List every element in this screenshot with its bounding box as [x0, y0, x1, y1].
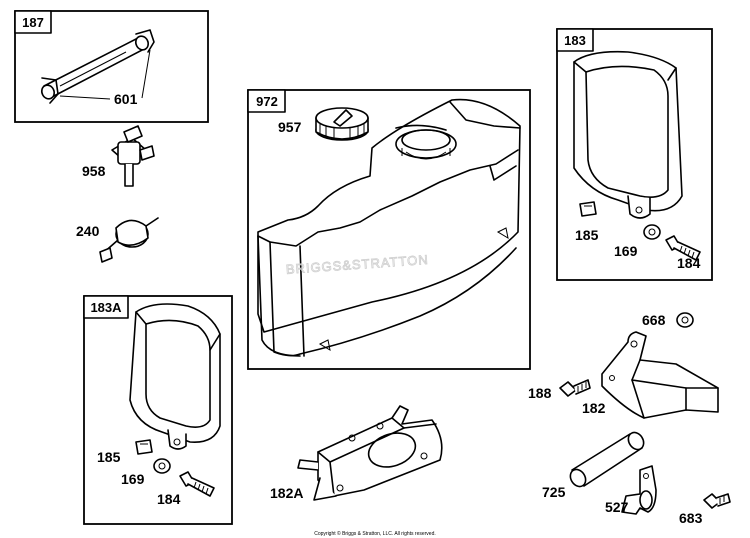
part-182-label: 182 — [582, 400, 606, 416]
washer-169-a — [643, 224, 661, 240]
part-169-label-b: 169 — [121, 471, 145, 487]
kit-187-tab — [14, 10, 52, 34]
part-527-label: 527 — [605, 499, 629, 515]
part-957-label: 957 — [278, 119, 302, 135]
part-958-label: 958 — [82, 163, 106, 179]
part-184-label-a: 184 — [677, 255, 701, 271]
fuel-guard-183 — [573, 50, 683, 219]
kit-972: 972 957 BRIGGS&STRATTON — [247, 89, 531, 370]
kit-183-tab — [556, 28, 594, 52]
kit-187-label: 187 — [22, 15, 44, 30]
kit-972-label: 972 — [256, 94, 278, 109]
fuel-guard-183a — [129, 303, 221, 450]
shutoff-valve-958: 958 — [82, 125, 155, 187]
part-683-label: 683 — [679, 510, 703, 526]
kit-183a-frame — [83, 295, 233, 525]
kit-183: 183 185 169 184 — [556, 28, 713, 281]
kit-187-frame — [14, 10, 209, 123]
kit-183-frame — [556, 28, 713, 281]
part-182a-label: 182A — [270, 485, 303, 501]
clip-185-b — [135, 439, 153, 455]
kit-183-label: 183 — [564, 33, 586, 48]
kit-972-tab — [247, 89, 286, 113]
clip-185-a — [579, 201, 597, 217]
kit-972-frame — [247, 89, 531, 370]
leader-601 — [59, 95, 111, 100]
leader-601b — [141, 49, 151, 99]
part-240-label: 240 — [76, 223, 100, 239]
tube-725 — [569, 431, 645, 488]
screw-683 — [703, 493, 731, 509]
part-668-label: 668 — [642, 312, 666, 328]
part-725-label: 725 — [542, 484, 566, 500]
clamp-527 — [621, 465, 657, 515]
screw-188 — [559, 379, 591, 397]
kit-187: 187 601 — [14, 10, 209, 123]
part-188-label: 188 — [528, 385, 552, 401]
screw-184-b — [179, 471, 215, 497]
bracket-182 — [601, 331, 719, 419]
part-184-label-b: 184 — [157, 491, 181, 507]
part-185-label-a: 185 — [575, 227, 599, 243]
bracket-182a — [297, 405, 443, 501]
part-185-label-b: 185 — [97, 449, 121, 465]
screw-184-a — [665, 235, 701, 261]
part-601-label: 601 — [114, 91, 138, 107]
part-169-label-a: 169 — [614, 243, 638, 259]
kit-183a: 183A 185 169 184 — [83, 295, 233, 525]
washer-169-b — [153, 458, 171, 474]
fuel-tank — [257, 98, 521, 357]
fuel-cap-957 — [315, 107, 369, 141]
fuel-line-hose — [40, 29, 155, 104]
copyright-notice: Copyright © Briggs & Stratton, LLC. All … — [314, 530, 436, 537]
kit-183a-tab — [83, 295, 129, 319]
fuel-filter-240: 240 — [76, 217, 159, 263]
washer-668 — [676, 312, 694, 328]
kit-183a-label: 183A — [90, 300, 122, 315]
